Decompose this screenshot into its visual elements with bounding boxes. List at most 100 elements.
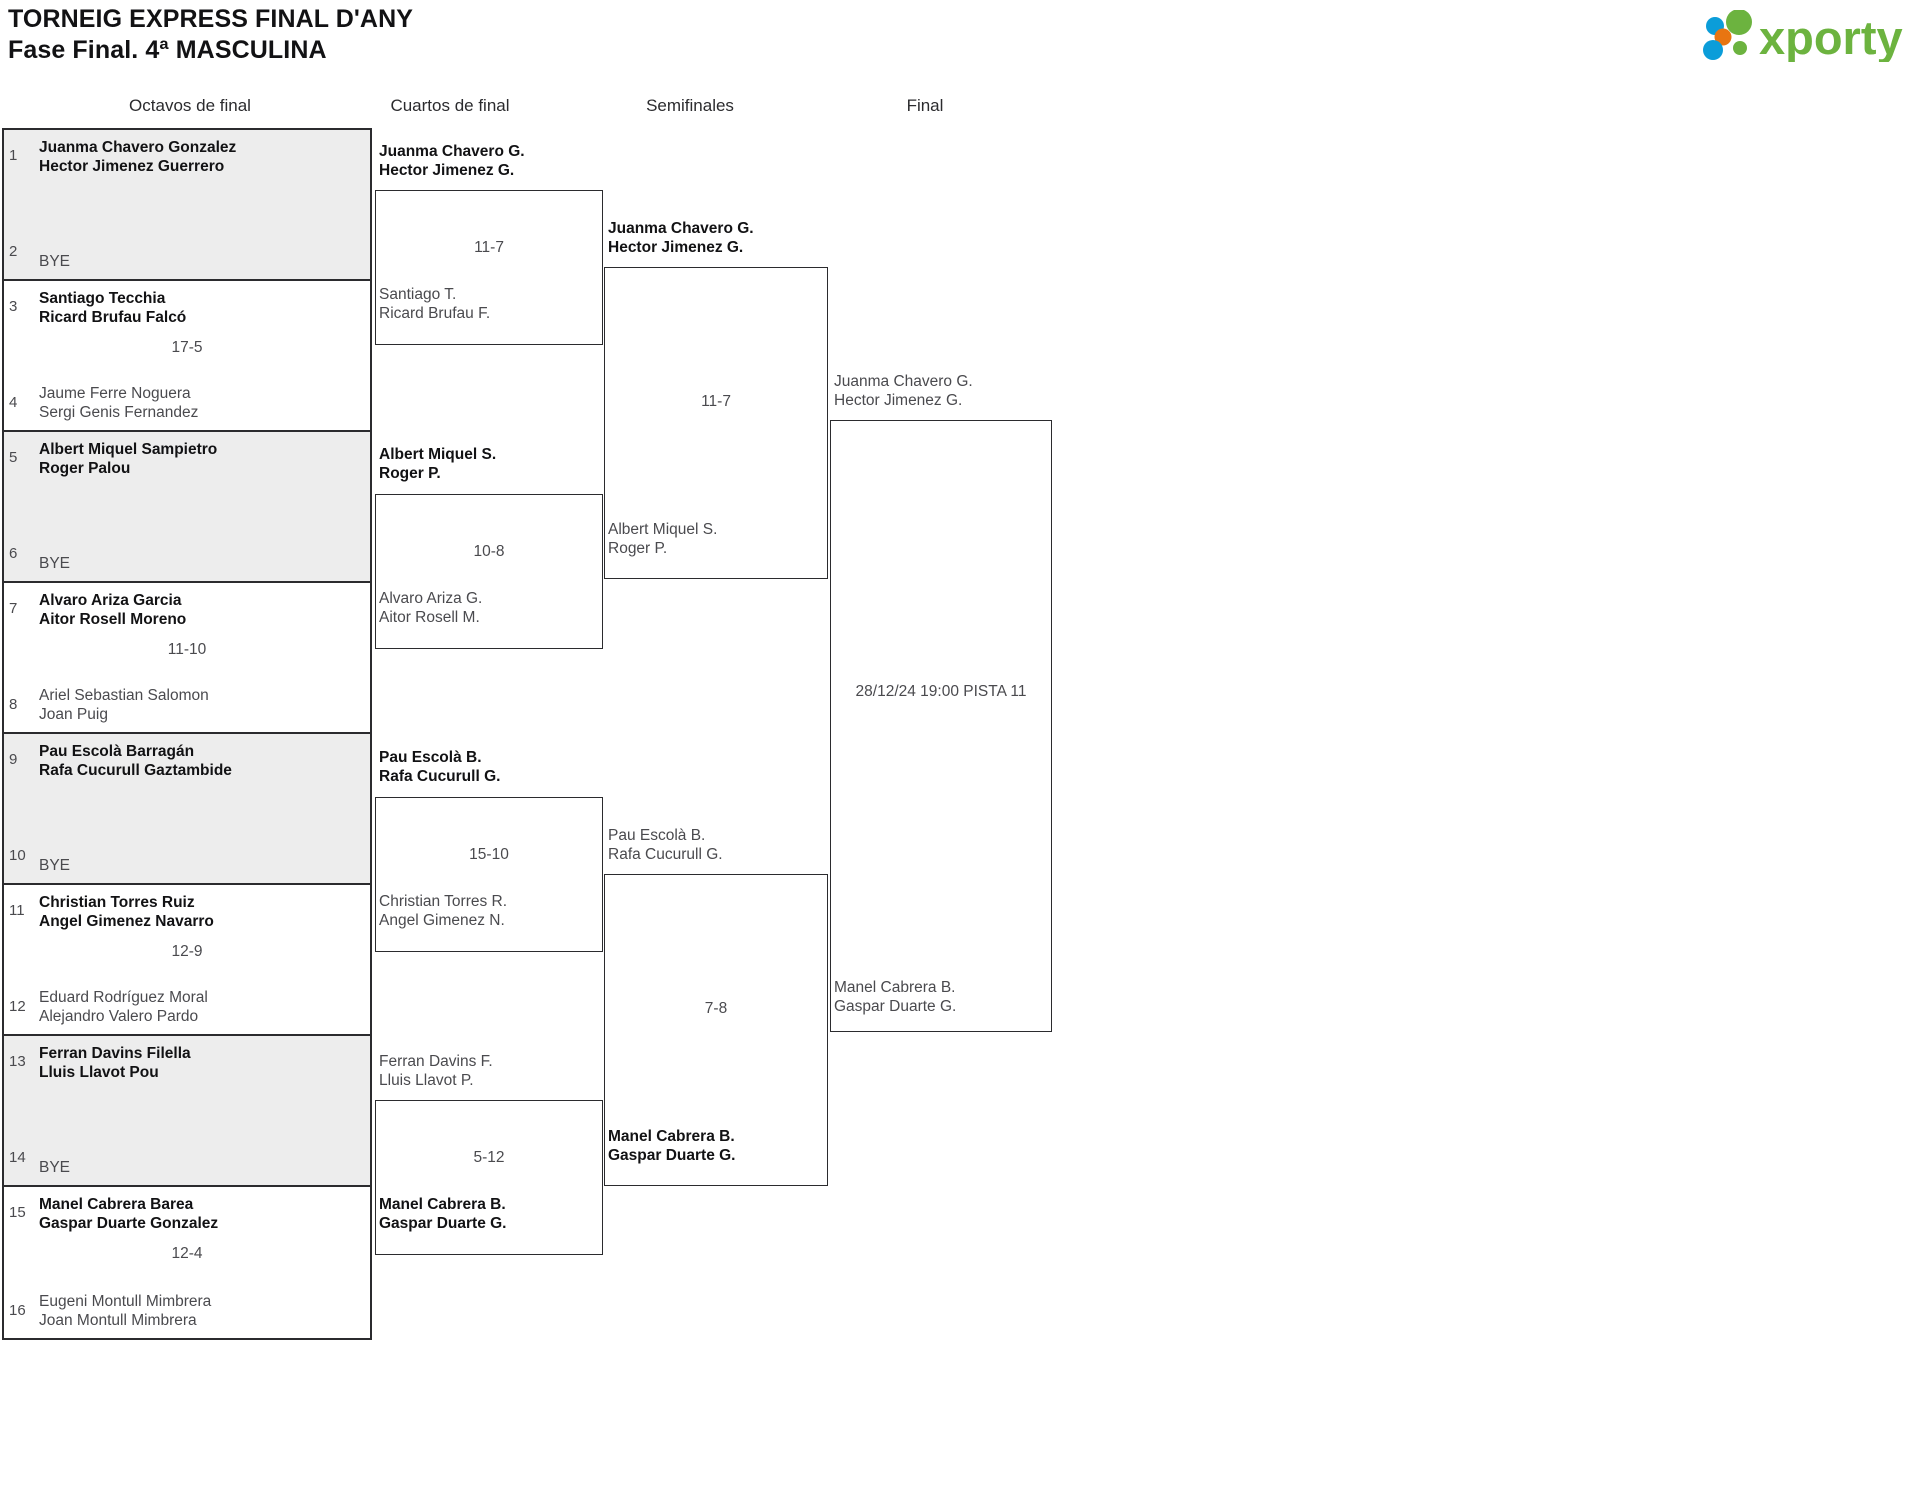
- player-name: Juanma Chavero G.: [608, 220, 754, 237]
- seed-number: 7: [9, 600, 18, 617]
- player-name: Roger Palou: [39, 460, 131, 477]
- player-name: Albert Miquel S.: [608, 521, 718, 538]
- r1-team-bottom: 6 BYE: [4, 545, 370, 573]
- player-name: Sergi Genis Fernandez: [39, 404, 199, 421]
- player-name: Gaspar Duarte G.: [834, 998, 957, 1015]
- r1-team-top: 1 Juanma Chavero Gonzalez Hector Jimenez…: [4, 138, 370, 176]
- player-name: Roger P.: [379, 465, 441, 482]
- player-name: Pau Escolà B.: [608, 827, 706, 844]
- r1-match[interactable]: 5 Albert Miquel Sampietro Roger Palou 6 …: [4, 432, 370, 583]
- player-name: Christian Torres R.: [379, 893, 508, 910]
- seed-number: 1: [9, 147, 18, 164]
- player-name: Alvaro Ariza Garcia: [39, 592, 182, 609]
- match-score: 7-8: [704, 1000, 728, 1017]
- r1-match[interactable]: 11 Christian Torres Ruiz Angel Gimenez N…: [4, 885, 370, 1036]
- player-name: Roger P.: [608, 540, 668, 557]
- round-header-cuartos: Cuartos de final: [390, 96, 510, 115]
- player-name: Juanma Chavero G.: [834, 373, 973, 390]
- qf-match-box[interactable]: 11-7 Santiago T. Ricard Brufau F.: [375, 190, 603, 345]
- r1-team-bottom: 8 Ariel Sebastian Salomon Joan Puig: [4, 686, 370, 724]
- player-name: Manel Cabrera B.: [379, 1196, 506, 1213]
- match-score: 11-10: [167, 641, 207, 658]
- title-line-2: Fase Final. 4ª MASCULINA: [8, 36, 327, 64]
- seed-number: 15: [9, 1204, 26, 1221]
- bye-label: BYE: [39, 555, 71, 572]
- seed-number: 5: [9, 449, 18, 466]
- player-name: Albert Miquel Sampietro: [39, 441, 218, 458]
- r1-team-bottom: 2 BYE: [4, 243, 370, 271]
- qf-match-box[interactable]: 10-8 Alvaro Ariza G. Aitor Rosell M.: [375, 494, 603, 649]
- final-match-box[interactable]: 28/12/24 19:00 PISTA 11 Manel Cabrera B.…: [830, 420, 1052, 1032]
- player-name: Lluis Llavot P.: [379, 1072, 474, 1089]
- qf-match-box[interactable]: 5-12 Manel Cabrera B. Gaspar Duarte G.: [375, 1100, 603, 1255]
- qf-loser-label: Santiago T. Ricard Brufau F.: [379, 285, 490, 323]
- r1-team-bottom: 4 Jaume Ferre Noguera Sergi Genis Fernan…: [4, 384, 370, 422]
- player-name: Pau Escolà B.: [379, 749, 482, 766]
- player-name: Rafa Cucurull Gaztambide: [39, 762, 232, 779]
- r1-match[interactable]: 13 Ferran Davins Filella Lluis Llavot Po…: [4, 1036, 370, 1187]
- match-score: 5-12: [473, 1149, 505, 1166]
- xporty-logo[interactable]: xporty: [1693, 10, 1908, 62]
- player-name: Angel Gimenez N.: [379, 912, 505, 929]
- final-bottom-team-label: Manel Cabrera B. Gaspar Duarte G.: [834, 978, 956, 1016]
- r1-match[interactable]: 3 Santiago Tecchia Ricard Brufau Falcó 1…: [4, 281, 370, 432]
- player-name: Gaspar Duarte G.: [608, 1147, 736, 1164]
- player-name: Joan Montull Mimbrera: [39, 1312, 197, 1329]
- match-score: 11-7: [701, 393, 731, 410]
- match-score: 12-4: [171, 1245, 203, 1262]
- tournament-title: TORNEIG EXPRESS FINAL D'ANY Fase Final. …: [8, 4, 413, 66]
- r1-team-top: 7 Alvaro Ariza Garcia Aitor Rosell Moren…: [4, 591, 370, 629]
- seed-number: 14: [9, 1149, 26, 1166]
- player-name: Hector Jimenez G.: [379, 162, 515, 179]
- seed-number: 4: [9, 394, 18, 411]
- player-name: Gaspar Duarte Gonzalez: [39, 1215, 219, 1232]
- player-name: Ferran Davins Filella: [39, 1045, 191, 1062]
- player-name: Pau Escolà Barragán: [39, 743, 195, 760]
- player-name: Jaume Ferre Noguera: [39, 385, 191, 402]
- player-name: Juanma Chavero G.: [379, 143, 525, 160]
- player-name: Rafa Cucurull G.: [379, 768, 501, 785]
- player-name: Alvaro Ariza G.: [379, 590, 483, 607]
- r1-match[interactable]: 15 Manel Cabrera Barea Gaspar Duarte Gon…: [4, 1187, 370, 1338]
- player-name: Eduard Rodríguez Moral: [39, 989, 208, 1006]
- seed-number: 6: [9, 545, 18, 562]
- player-name: Ricard Brufau Falcó: [39, 309, 187, 326]
- seed-number: 16: [9, 1302, 26, 1319]
- sf-winner-label: Juanma Chavero G. Hector Jimenez G.: [605, 219, 754, 257]
- sf-match-box[interactable]: 11-7 Albert Miquel S. Roger P.: [604, 267, 828, 579]
- r1-team-top: 3 Santiago Tecchia Ricard Brufau Falcó: [4, 289, 370, 327]
- player-name: Santiago Tecchia: [39, 290, 166, 307]
- qf-winner-label: Albert Miquel S. Roger P.: [376, 445, 496, 483]
- r1-team-top: 11 Christian Torres Ruiz Angel Gimenez N…: [4, 893, 370, 931]
- bye-label: BYE: [39, 1159, 71, 1176]
- player-name: Angel Gimenez Navarro: [39, 913, 214, 930]
- r1-match[interactable]: 1 Juanma Chavero Gonzalez Hector Jimenez…: [4, 130, 370, 281]
- r1-match[interactable]: 9 Pau Escolà Barragán Rafa Cucurull Gazt…: [4, 734, 370, 885]
- player-name: Aitor Rosell Moreno: [39, 611, 187, 628]
- qf-winner-label: Manel Cabrera B. Gaspar Duarte G.: [379, 1195, 507, 1233]
- player-name: Albert Miquel S.: [379, 446, 497, 463]
- player-name: Joan Puig: [39, 706, 108, 723]
- r1-team-bottom: 10 BYE: [4, 847, 370, 875]
- seed-number: 9: [9, 751, 18, 768]
- match-score: 15-10: [469, 846, 509, 863]
- seed-number: 13: [9, 1053, 26, 1070]
- round-octavos-column: 1 Juanma Chavero Gonzalez Hector Jimenez…: [2, 128, 372, 1340]
- svg-text:xporty: xporty: [1759, 11, 1903, 62]
- round-header-octavos: Octavos de final: [129, 96, 251, 115]
- player-name: Christian Torres Ruiz: [39, 894, 195, 911]
- player-name: Manel Cabrera B.: [608, 1128, 735, 1145]
- sf-winner-label: Manel Cabrera B. Gaspar Duarte G.: [608, 1127, 736, 1165]
- title-line-1: TORNEIG EXPRESS FINAL D'ANY: [8, 5, 414, 33]
- player-name: Aitor Rosell M.: [379, 609, 480, 626]
- seed-number: 11: [9, 902, 25, 919]
- qf-loser-label: Alvaro Ariza G. Aitor Rosell M.: [379, 589, 482, 627]
- player-name: Manel Cabrera B.: [834, 979, 956, 996]
- qf-match-box[interactable]: 15-10 Christian Torres R. Angel Gimenez …: [375, 797, 603, 952]
- player-name: Hector Jimenez Guerrero: [39, 158, 225, 175]
- r1-match[interactable]: 7 Alvaro Ariza Garcia Aitor Rosell Moren…: [4, 583, 370, 734]
- sf-match-box[interactable]: 7-8 Manel Cabrera B. Gaspar Duarte G.: [604, 874, 828, 1186]
- player-name: Manel Cabrera Barea: [39, 1196, 194, 1213]
- match-score: 12-9: [171, 943, 203, 960]
- match-score: 10-8: [473, 543, 505, 560]
